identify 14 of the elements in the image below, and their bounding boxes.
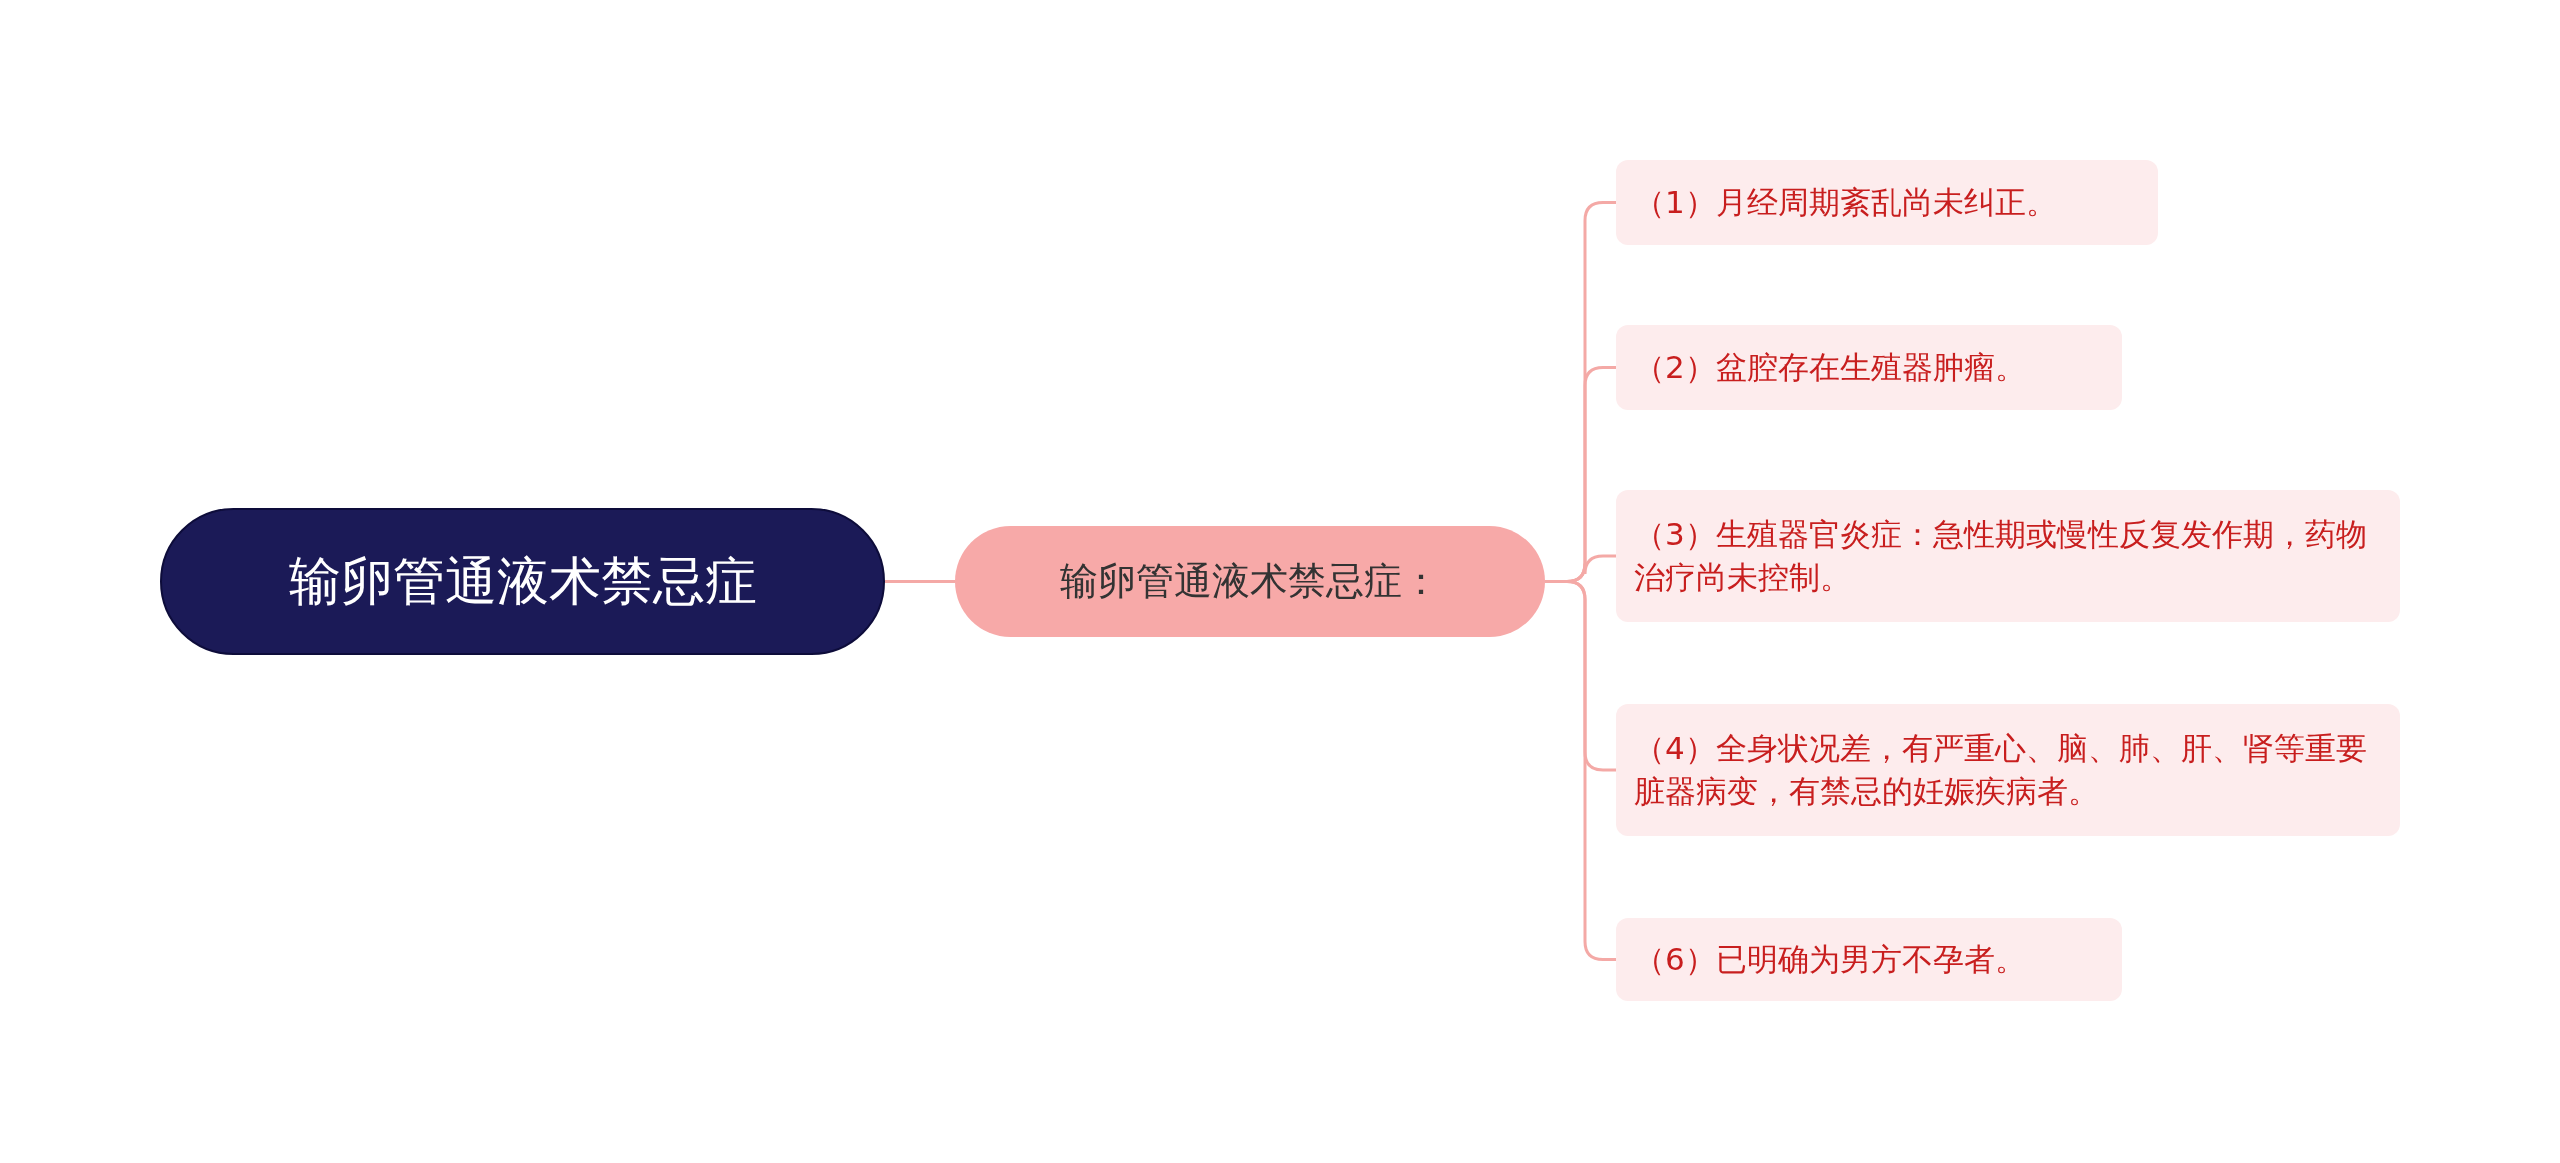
topic-text: （1）月经周期紊乱尚未纠正。	[1634, 182, 2057, 222]
topic-text: （6）已明确为男方不孕者。	[1634, 939, 2026, 979]
connector-line	[885, 580, 955, 583]
topic-text: 输卵管通液术禁忌症：	[1060, 557, 1440, 605]
topic-text: （4）全身状况差，有严重心、脑、肺、肝、肾等重要脏器病变，有禁忌的妊娠疾病者。	[1634, 728, 2368, 811]
topic-text: 输卵管通液术禁忌症	[288, 550, 757, 614]
subtopic-box	[1616, 160, 2158, 245]
topic-text: （2）盆腔存在生殖器肿瘤。	[1634, 347, 2026, 387]
connector-line	[1545, 580, 1616, 961]
topic-text: （3）生殖器官炎症：急性期或慢性反复发作期，药物治疗尚未控制。	[1634, 514, 2368, 597]
subtopic-box	[1616, 490, 2400, 622]
subtopic-box	[1616, 325, 2122, 410]
subtopic-box	[1616, 918, 2122, 1001]
subtopic-box	[1616, 704, 2400, 836]
